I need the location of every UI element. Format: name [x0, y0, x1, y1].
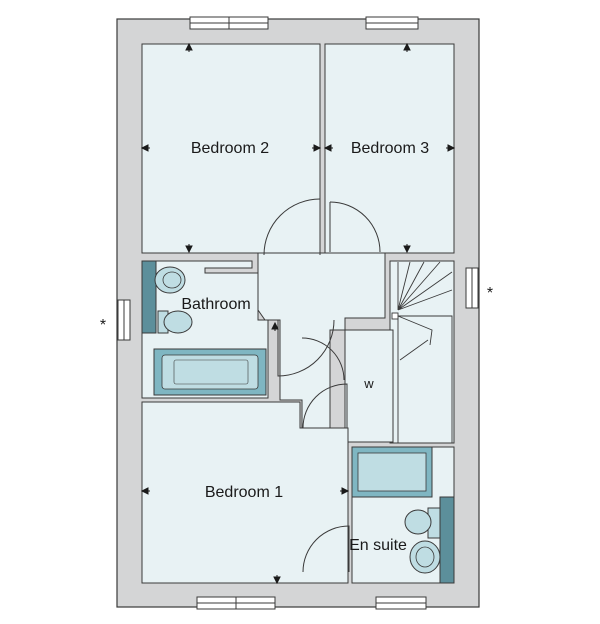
staircase: [391, 261, 453, 443]
door-ensuite: [302, 525, 350, 573]
stair-treads: [397, 261, 453, 443]
door-wardrobe: [301, 337, 345, 381]
door-bedroom2: [263, 198, 321, 256]
windows: [117, 16, 479, 610]
window-marker-right: *: [487, 285, 493, 302]
door-bedroom3: [329, 201, 381, 253]
ensuite-basin: [409, 540, 441, 574]
door-bathroom: [277, 319, 335, 377]
bathroom-basin-unit: [141, 260, 157, 334]
ensuite-vanity: [439, 496, 455, 584]
bathroom-basin: [154, 266, 186, 294]
room-label-bedroom2: Bedroom 2: [191, 140, 269, 157]
bathroom-fixtures: [141, 260, 267, 396]
bedroom1-floor: [141, 401, 349, 584]
wardrobe-floor: [344, 329, 394, 443]
bedroom3-floor: [324, 43, 455, 254]
floor-areas: [141, 43, 455, 584]
room-label-bedroom3: Bedroom 3: [351, 140, 429, 157]
stairs-floor: [389, 260, 455, 444]
dimension-arrows: [140, 42, 456, 585]
stair-arrow: [397, 315, 433, 361]
window-marker-left: *: [100, 317, 106, 334]
ensuite-fixtures: [351, 446, 455, 584]
room-label-ensuite: En suite: [349, 537, 407, 554]
room-label-bedroom1: Bedroom 1: [205, 484, 283, 501]
bathroom-wc: [163, 310, 193, 334]
door-bedroom1: [302, 383, 348, 429]
doors: [263, 198, 381, 573]
bedroom2-floor: [141, 43, 321, 254]
ensuite-wc: [404, 509, 432, 535]
wardrobe-label: w: [363, 376, 374, 391]
room-label-bathroom: Bathroom: [181, 296, 250, 313]
